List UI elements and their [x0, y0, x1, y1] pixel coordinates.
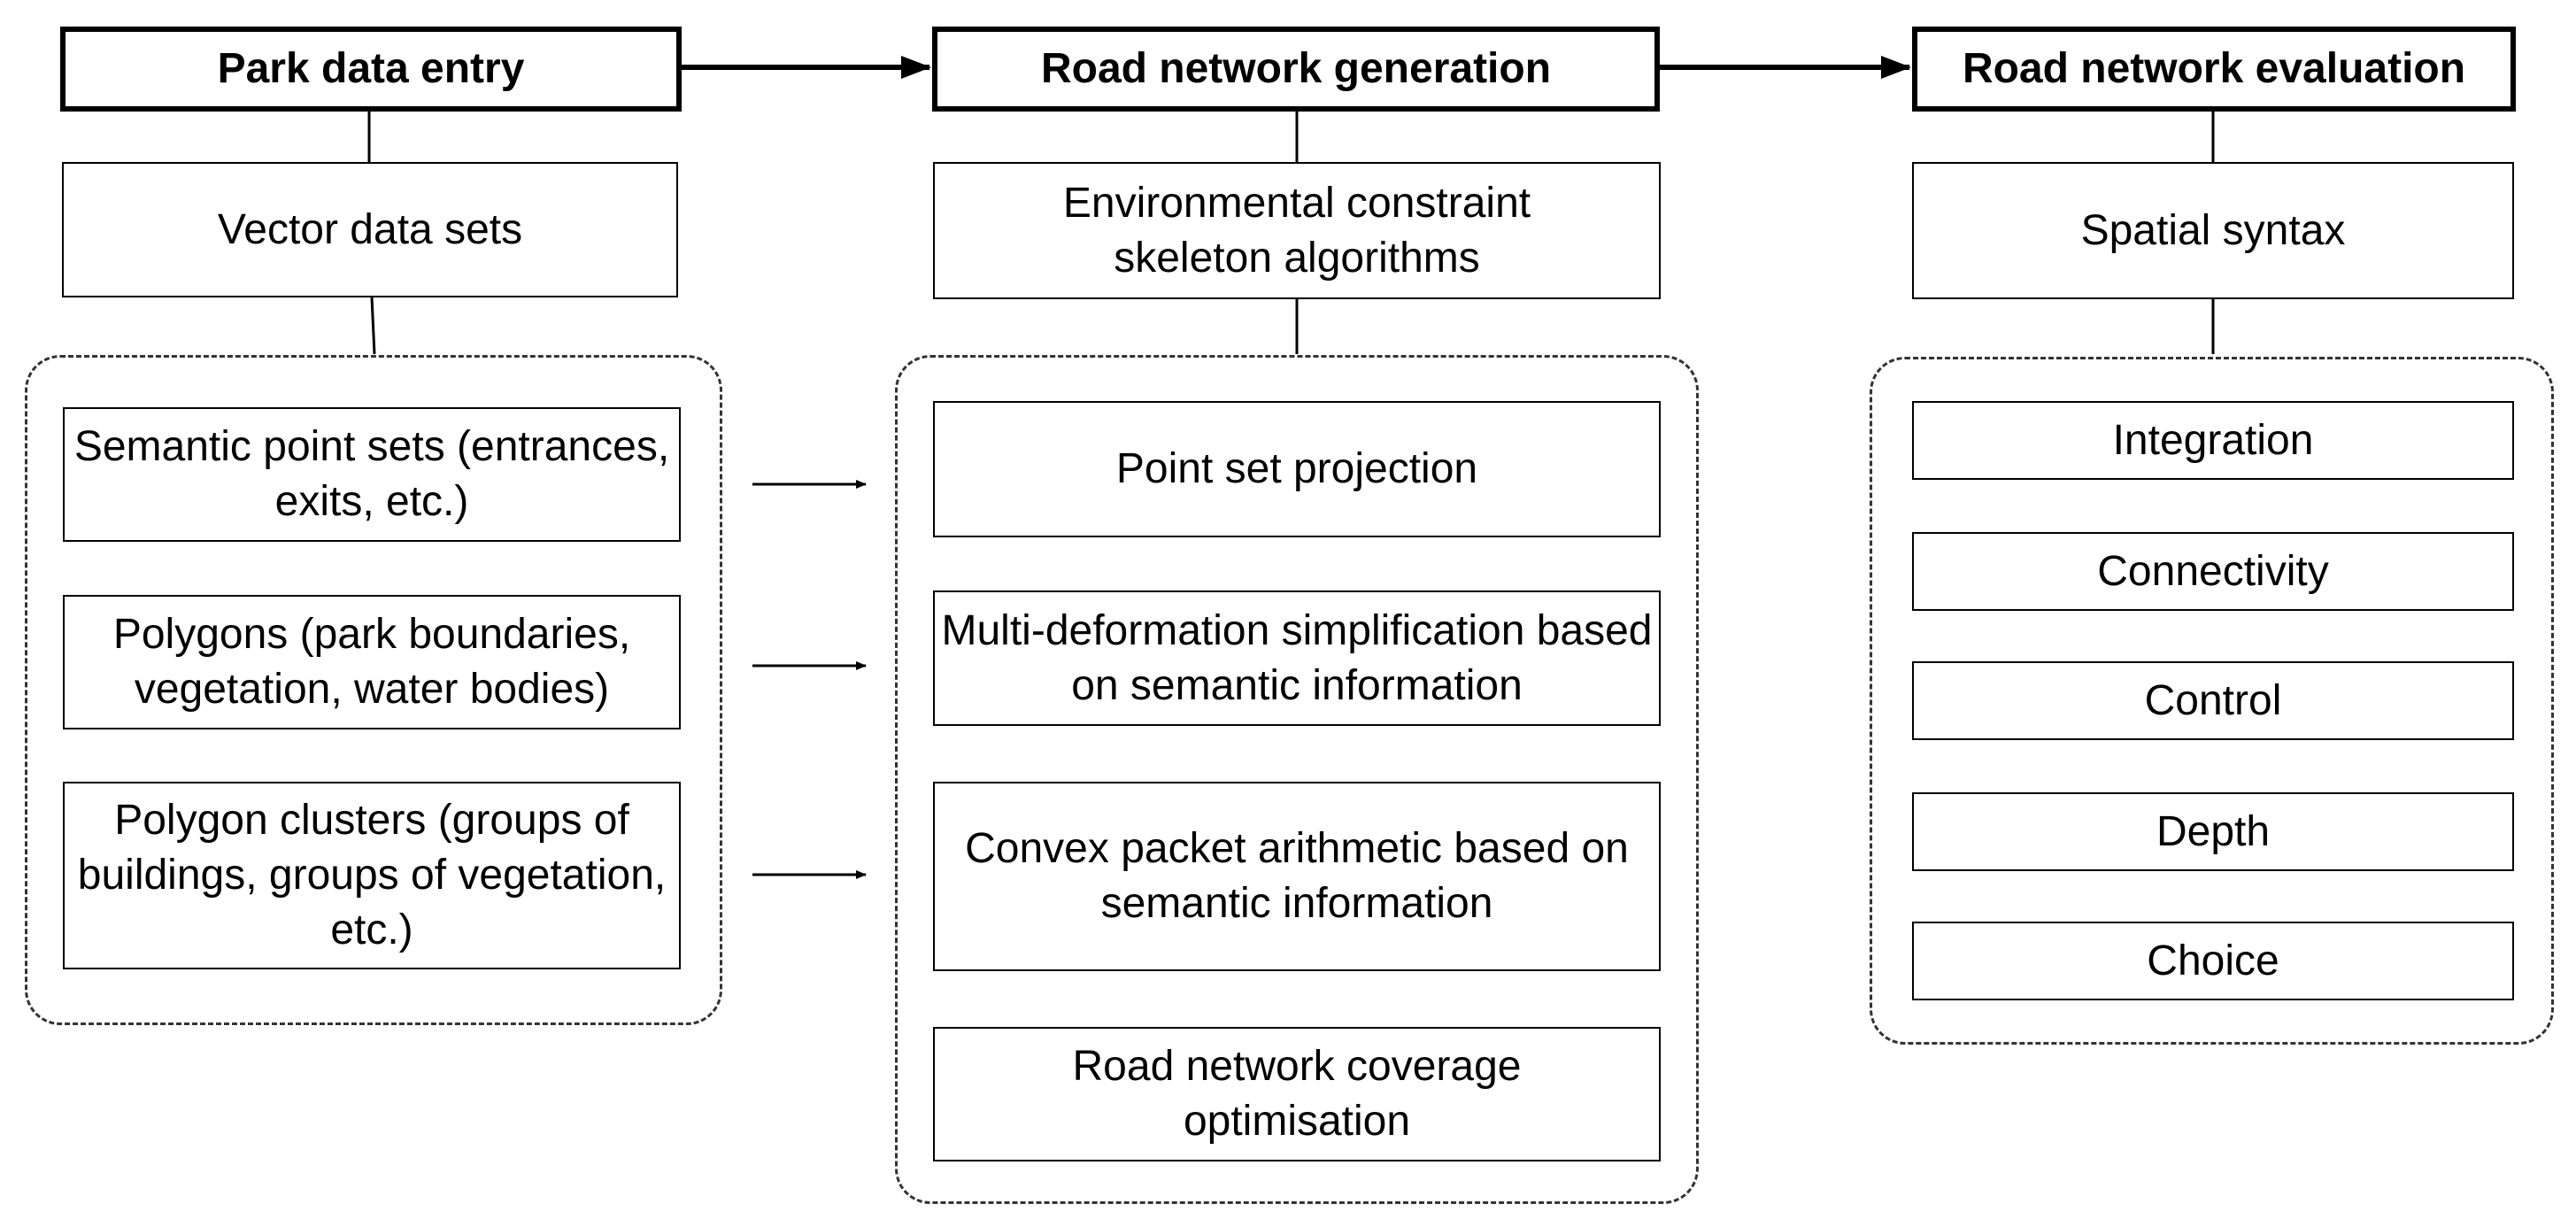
item-polygons: Polygons (park boundaries, vegetation, w… — [63, 595, 681, 729]
item-integration: Integration — [1912, 401, 2514, 480]
generation-items-group — [895, 355, 1699, 1204]
method-spatial-syntax: Spatial syntax — [1912, 162, 2514, 299]
item-choice: Choice — [1912, 922, 2514, 1000]
entry-items-group — [25, 355, 722, 1025]
method-vector-data-sets: Vector data sets — [62, 162, 678, 297]
header-road-network-evaluation: Road network evaluation — [1912, 27, 2516, 112]
item-convex-packet-arithmetic: Convex packet arithmetic based on semant… — [933, 782, 1661, 971]
item-road-network-coverage: Road network coverage optimisation — [933, 1027, 1661, 1161]
item-point-set-projection: Point set projection — [933, 401, 1661, 537]
header-park-data-entry: Park data entry — [60, 27, 682, 112]
item-depth: Depth — [1912, 792, 2514, 871]
evaluation-items-group — [1870, 357, 2554, 1045]
item-control: Control — [1912, 661, 2514, 740]
item-polygon-clusters: Polygon clusters (groups of buildings, g… — [63, 782, 681, 969]
item-multi-deformation-simplification: Multi-deformation simplification based o… — [933, 590, 1661, 726]
item-connectivity: Connectivity — [1912, 532, 2514, 611]
item-semantic-point-sets: Semantic point sets (entrances, exits, e… — [63, 407, 681, 542]
connector-entry-method-group — [370, 297, 376, 355]
method-environmental-constraint: Environmental constraint skeleton algori… — [933, 162, 1661, 299]
header-road-network-generation: Road network generation — [932, 27, 1660, 112]
